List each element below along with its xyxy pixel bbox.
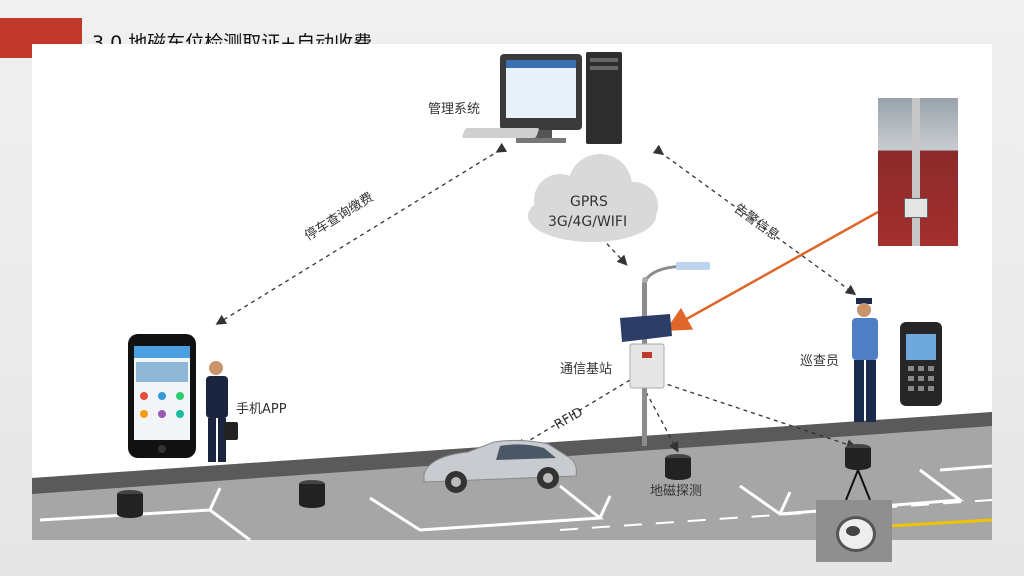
- embedded-sensor-photo: [816, 500, 892, 562]
- base-station-label: 通信基站: [560, 362, 613, 377]
- patrol-officer-icon: [852, 298, 878, 422]
- computer-icon: [462, 52, 622, 144]
- camera-pole-photo: [878, 98, 958, 246]
- management-system-label: 管理系统: [428, 102, 481, 117]
- camera-arrow: [665, 210, 879, 331]
- cloud-icon: [528, 154, 658, 242]
- magnetic-sensor-label: 地磁探测: [650, 484, 703, 499]
- network-label-line1: GPRS: [570, 194, 608, 210]
- sensor-callout-line: [845, 469, 859, 501]
- handheld-terminal-icon: [900, 322, 942, 406]
- link-lines: [215, 142, 857, 453]
- patrol-label: 巡查员: [800, 354, 840, 369]
- businessman-icon: [206, 361, 238, 462]
- phone-app-label: 手机APP: [236, 402, 287, 417]
- network-label-line2: 3G/4G/WIFI: [548, 214, 628, 230]
- phone-icon: [128, 334, 196, 458]
- magnetic-sensor-icon: [117, 444, 871, 518]
- car-icon: [423, 439, 577, 493]
- base-station-icon: [620, 262, 710, 446]
